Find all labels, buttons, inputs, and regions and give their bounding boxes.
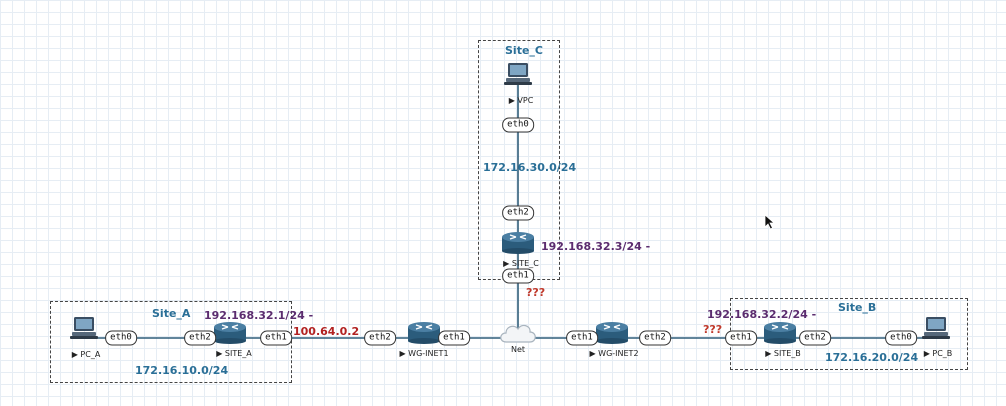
pc-a-eth0-port[interactable]: eth0 bbox=[105, 330, 137, 346]
site-b-subnet: 172.16.20.0/24 bbox=[825, 351, 919, 364]
site-a-box bbox=[50, 301, 292, 383]
site-a-subnet: 172.16.10.0/24 bbox=[135, 364, 229, 377]
site-c-tunnel-ip: 192.168.32.3/24 - bbox=[541, 240, 651, 253]
net-cloud-icon[interactable] bbox=[497, 320, 539, 350]
wg-inet1-label: ▶ WG-INET1 bbox=[399, 349, 449, 358]
site-b-uplink-unknown: ??? bbox=[703, 323, 723, 336]
site-c-eth1-port[interactable]: eth1 bbox=[502, 268, 534, 284]
pc-a-icon[interactable] bbox=[70, 316, 98, 344]
wan-a-ip: 100.64.0.2 bbox=[293, 325, 360, 338]
site-b-title: Site_B bbox=[838, 301, 877, 314]
pc-b-icon[interactable] bbox=[922, 316, 950, 344]
site-b-eth1-port[interactable]: eth1 bbox=[725, 330, 757, 346]
site-b-tunnel-ip: 192.168.32.2/24 - bbox=[707, 308, 817, 321]
net-label: Net bbox=[510, 345, 526, 354]
site-c-router-label: ▶ SITE_C bbox=[503, 259, 539, 268]
wg1-eth2-port[interactable]: eth2 bbox=[364, 330, 396, 346]
site-a-router-label: ▶ SITE_A bbox=[216, 349, 252, 358]
site-c-subnet: 172.16.30.0/24 bbox=[483, 161, 577, 174]
site-c-eth2-port[interactable]: eth2 bbox=[502, 205, 534, 221]
site-a-eth2-port[interactable]: eth2 bbox=[184, 330, 216, 346]
pc-b-eth0-port[interactable]: eth0 bbox=[885, 330, 917, 346]
vpc-eth0-port[interactable]: eth0 bbox=[502, 117, 534, 133]
wg1-eth1-port[interactable]: eth1 bbox=[438, 330, 470, 346]
pc-b-label: ▶ PC_B bbox=[923, 349, 953, 358]
mouse-cursor-icon bbox=[764, 214, 776, 230]
site-a-tunnel-ip: 192.168.32.1/24 - bbox=[204, 309, 314, 322]
site-a-title: Site_A bbox=[152, 307, 191, 320]
site-b-router-icon[interactable] bbox=[763, 320, 797, 348]
vpc-label: ▶ VPC bbox=[508, 96, 534, 105]
site-b-eth2-port[interactable]: eth2 bbox=[799, 330, 831, 346]
vpc-icon[interactable] bbox=[504, 62, 532, 90]
wg-inet2-icon[interactable] bbox=[595, 320, 629, 348]
site-b-router-label: ▶ SITE_B bbox=[765, 349, 801, 358]
pc-a-label: ▶ PC_A bbox=[71, 350, 101, 359]
site-a-router-icon[interactable] bbox=[213, 320, 247, 348]
site-c-uplink-unknown: ??? bbox=[526, 286, 546, 299]
wg2-eth1-port[interactable]: eth1 bbox=[566, 330, 598, 346]
site-c-router-icon[interactable] bbox=[501, 230, 535, 258]
site-a-eth1-port[interactable]: eth1 bbox=[260, 330, 292, 346]
wg-inet2-label: ▶ WG-INET2 bbox=[589, 349, 639, 358]
wg-inet1-icon[interactable] bbox=[407, 320, 441, 348]
site-c-title: Site_C bbox=[505, 44, 543, 57]
wg2-eth2-port[interactable]: eth2 bbox=[639, 330, 671, 346]
